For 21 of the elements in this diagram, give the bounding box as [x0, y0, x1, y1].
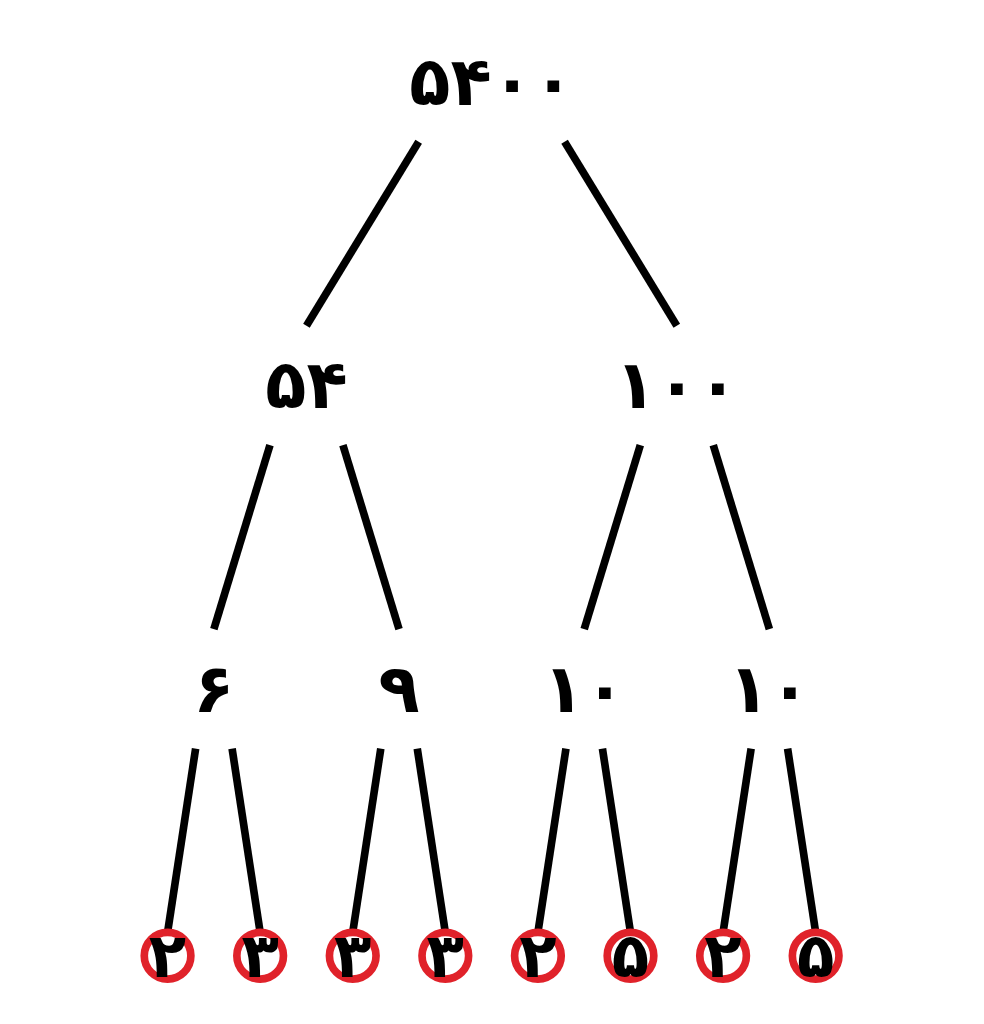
node-text: ۱۰	[543, 648, 626, 728]
node-text: ۵۴	[265, 345, 348, 424]
connector	[709, 444, 774, 631]
connector	[339, 444, 404, 631]
node-circle: ۲	[696, 928, 751, 983]
node-text: ۶	[193, 648, 235, 728]
node-circle: ۲	[511, 928, 566, 983]
node-text: ۱۰	[728, 648, 811, 728]
connector	[561, 139, 681, 328]
node-circle: ۳	[326, 928, 381, 983]
node-text: ۱۰۰	[615, 345, 739, 424]
node-circle: ۳	[233, 928, 288, 983]
node-circle: ۵	[603, 928, 658, 983]
connector	[210, 444, 274, 631]
node-text: ۵۴۰۰	[409, 42, 575, 121]
node-circle: ۳	[418, 928, 473, 983]
node-text: ۹	[378, 648, 420, 728]
node-circle: ۲	[140, 928, 196, 983]
connector	[580, 444, 645, 631]
node-circle: ۵	[788, 928, 844, 983]
connector	[303, 139, 423, 328]
